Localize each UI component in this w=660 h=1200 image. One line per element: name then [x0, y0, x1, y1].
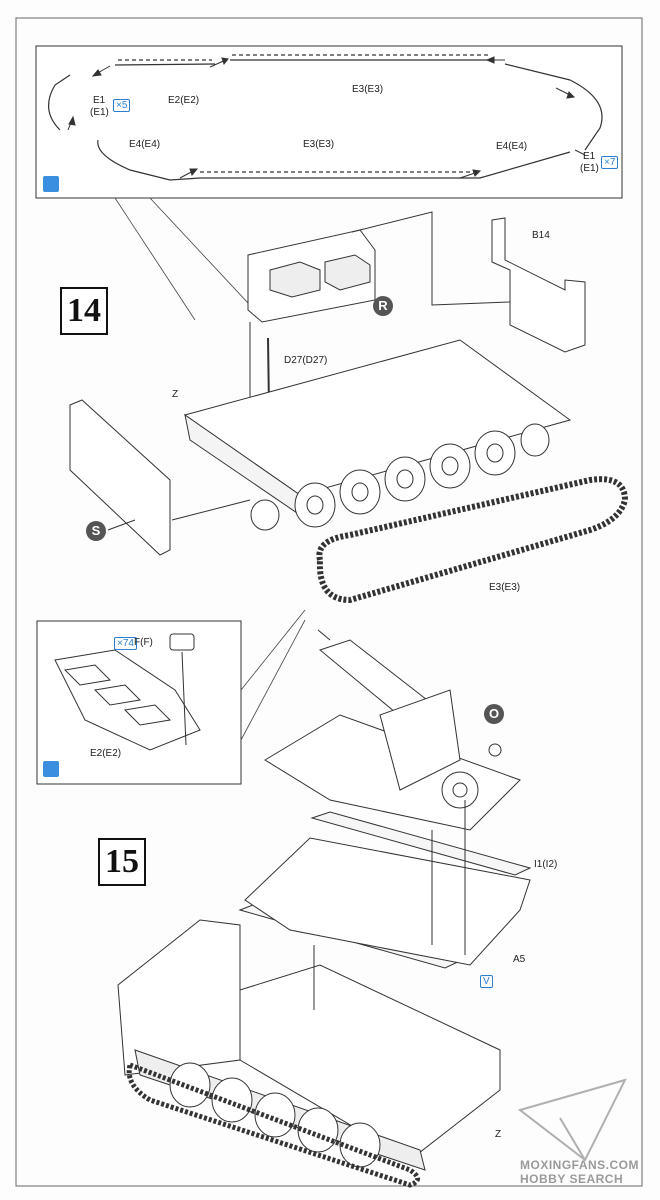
b14-panel [491, 217, 586, 353]
a5-deck [244, 837, 531, 966]
label-e1-right-alt: (E1) [580, 163, 599, 174]
brush-icon [43, 176, 59, 192]
label-e4-left: E4(E4) [129, 139, 161, 150]
cab-floor-part [247, 229, 376, 323]
track-detail-box [35, 45, 623, 199]
qty-badge-right: ×7 [601, 156, 619, 169]
qty-badge-left: ×5 [113, 99, 131, 112]
marker-s: S [86, 521, 106, 541]
label-d27: D27(D27) [284, 355, 328, 366]
label-z-top: Z [172, 389, 179, 400]
step-15-number: 15 [98, 838, 146, 886]
watermark-line1: MOXINGFANS.COM [520, 1158, 640, 1172]
road-wheels [250, 423, 550, 531]
label-track-e3: E3(E3) [489, 582, 521, 593]
watermark-plane-logo [517, 1078, 627, 1162]
label-e2: E2(E2) [168, 95, 200, 106]
glue-icon [43, 761, 59, 777]
marker-r: R [373, 296, 393, 316]
label-e2-detail: E2(E2) [90, 748, 122, 759]
label-b14: B14 [532, 230, 550, 241]
track-loop [48, 54, 603, 181]
chassis [183, 339, 572, 516]
s-panel [69, 399, 171, 556]
label-e1-right: E1 [583, 151, 596, 162]
marker-v: V [480, 975, 493, 988]
watermark-line2: HOBBY SEARCH [520, 1172, 624, 1186]
track-links-detail [54, 633, 201, 751]
label-a5: A5 [513, 954, 526, 965]
step-14-number: 14 [60, 287, 108, 335]
label-i1: I1(I2) [534, 859, 558, 870]
marker-o: O [484, 704, 504, 724]
label-e1-left-alt: (E1) [90, 107, 109, 118]
qty-badge-links: ×74 [114, 637, 137, 650]
label-e4-right: E4(E4) [496, 141, 528, 152]
label-f: F(F) [134, 637, 153, 648]
label-e1-left: E1 [93, 95, 106, 106]
label-z-bottom: Z [495, 1129, 502, 1140]
track-run [316, 476, 629, 604]
label-e3-top: E3(E3) [352, 84, 384, 95]
crane-assembly [264, 629, 521, 831]
label-e3-bottom: E3(E3) [303, 139, 335, 150]
